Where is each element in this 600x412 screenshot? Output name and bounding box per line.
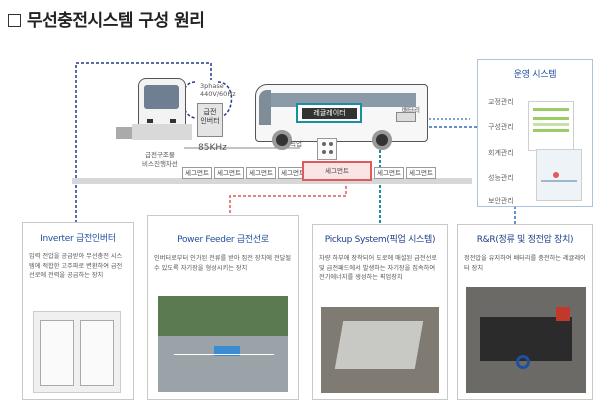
ops-item: 회계관리 — [488, 149, 514, 157]
power-feeder-card-title: Power Feeder 급전선로 — [177, 235, 269, 245]
wheel-icon — [272, 130, 292, 150]
road — [72, 178, 472, 184]
segment: 세그먼트 — [406, 167, 436, 179]
segment: 세그먼트 — [182, 167, 212, 179]
inverter-card-desc: 입력 전압을 공급받아 무선충전 시스템에 적합한 고주파로 변환하여 급전선로… — [29, 253, 123, 280]
page-title: 무선충전시스템 구성 원리 — [8, 6, 205, 31]
regulator-box: 레귤레이터 — [302, 108, 357, 119]
road-photo — [158, 296, 288, 392]
pickup-device — [317, 138, 337, 160]
charging-plate — [132, 124, 192, 140]
battery-label: 배터리 — [402, 106, 420, 114]
inverter-photo — [33, 311, 121, 393]
ops-item: 구성관리 — [488, 123, 514, 131]
inverter-card: Inverter 급전인버터 입력 전압을 공급받아 무선충전 시스템에 적합한… — [22, 222, 134, 400]
wheel-icon — [372, 130, 392, 150]
ops-item: 성능관리 — [488, 174, 514, 182]
pickup-card-desc: 차량 하부에 장착되어 도로에 매설된 급전선로 및 급전패드에서 발생하는 자… — [319, 255, 437, 282]
phase-label: 3phase 440V/60Hz — [200, 82, 236, 99]
ops-item: 보안관리 — [488, 197, 514, 205]
segment: 세그먼트 — [246, 167, 276, 179]
checkbox-icon — [8, 14, 21, 27]
rr-photo — [466, 287, 586, 393]
pickup-card-title: Pickup System(픽업 시스템) — [324, 235, 436, 245]
regulator-frame: 레귤레이터 — [296, 103, 362, 123]
rr-card-desc: 정전압을 유지하여 배터리를 충전하는 레귤레이터 장치 — [464, 255, 586, 272]
ops-title: 운영 시스템 — [513, 70, 557, 80]
segment-highlight: 세그먼트 — [302, 161, 372, 181]
rr-card: R&R(정류 및 정전압 장치) 정전압을 유지하여 배터리를 충전하는 레귤레… — [457, 224, 593, 400]
inverter-card-title: Inverter 급전인버터 — [40, 234, 116, 244]
freq-label: 85KHz — [198, 143, 227, 153]
power-feeder-card: Power Feeder 급전선로 인버터로부터 인가된 전류를 받아 집전 장… — [147, 215, 299, 400]
segment: 세그먼트 — [214, 167, 244, 179]
ops-item: 교정관리 — [488, 98, 514, 106]
pickup-photo — [321, 307, 439, 393]
title-text: 무선충전시스템 구성 원리 — [27, 11, 205, 31]
supply-label: 급전구조물 비스진행차선 — [142, 151, 178, 169]
ops-screenshot — [528, 101, 574, 151]
battery-icon — [396, 112, 416, 122]
base-block — [116, 127, 132, 139]
power-feeder-card-desc: 인버터로부터 인가된 전류를 받아 집전 장치에 전달될 수 있도록 자기장을 … — [154, 255, 292, 272]
inverter-box: 급전 인버터 — [197, 103, 223, 137]
segment: 세그먼트 — [374, 167, 404, 179]
pickup-card: Pickup System(픽업 시스템) 차량 하부에 장착되어 도로에 매설… — [312, 224, 448, 400]
rr-card-title: R&R(정류 및 정전압 장치) — [476, 235, 574, 245]
ops-map-screenshot — [536, 149, 582, 201]
pickup-label: 픽업 — [290, 140, 302, 148]
